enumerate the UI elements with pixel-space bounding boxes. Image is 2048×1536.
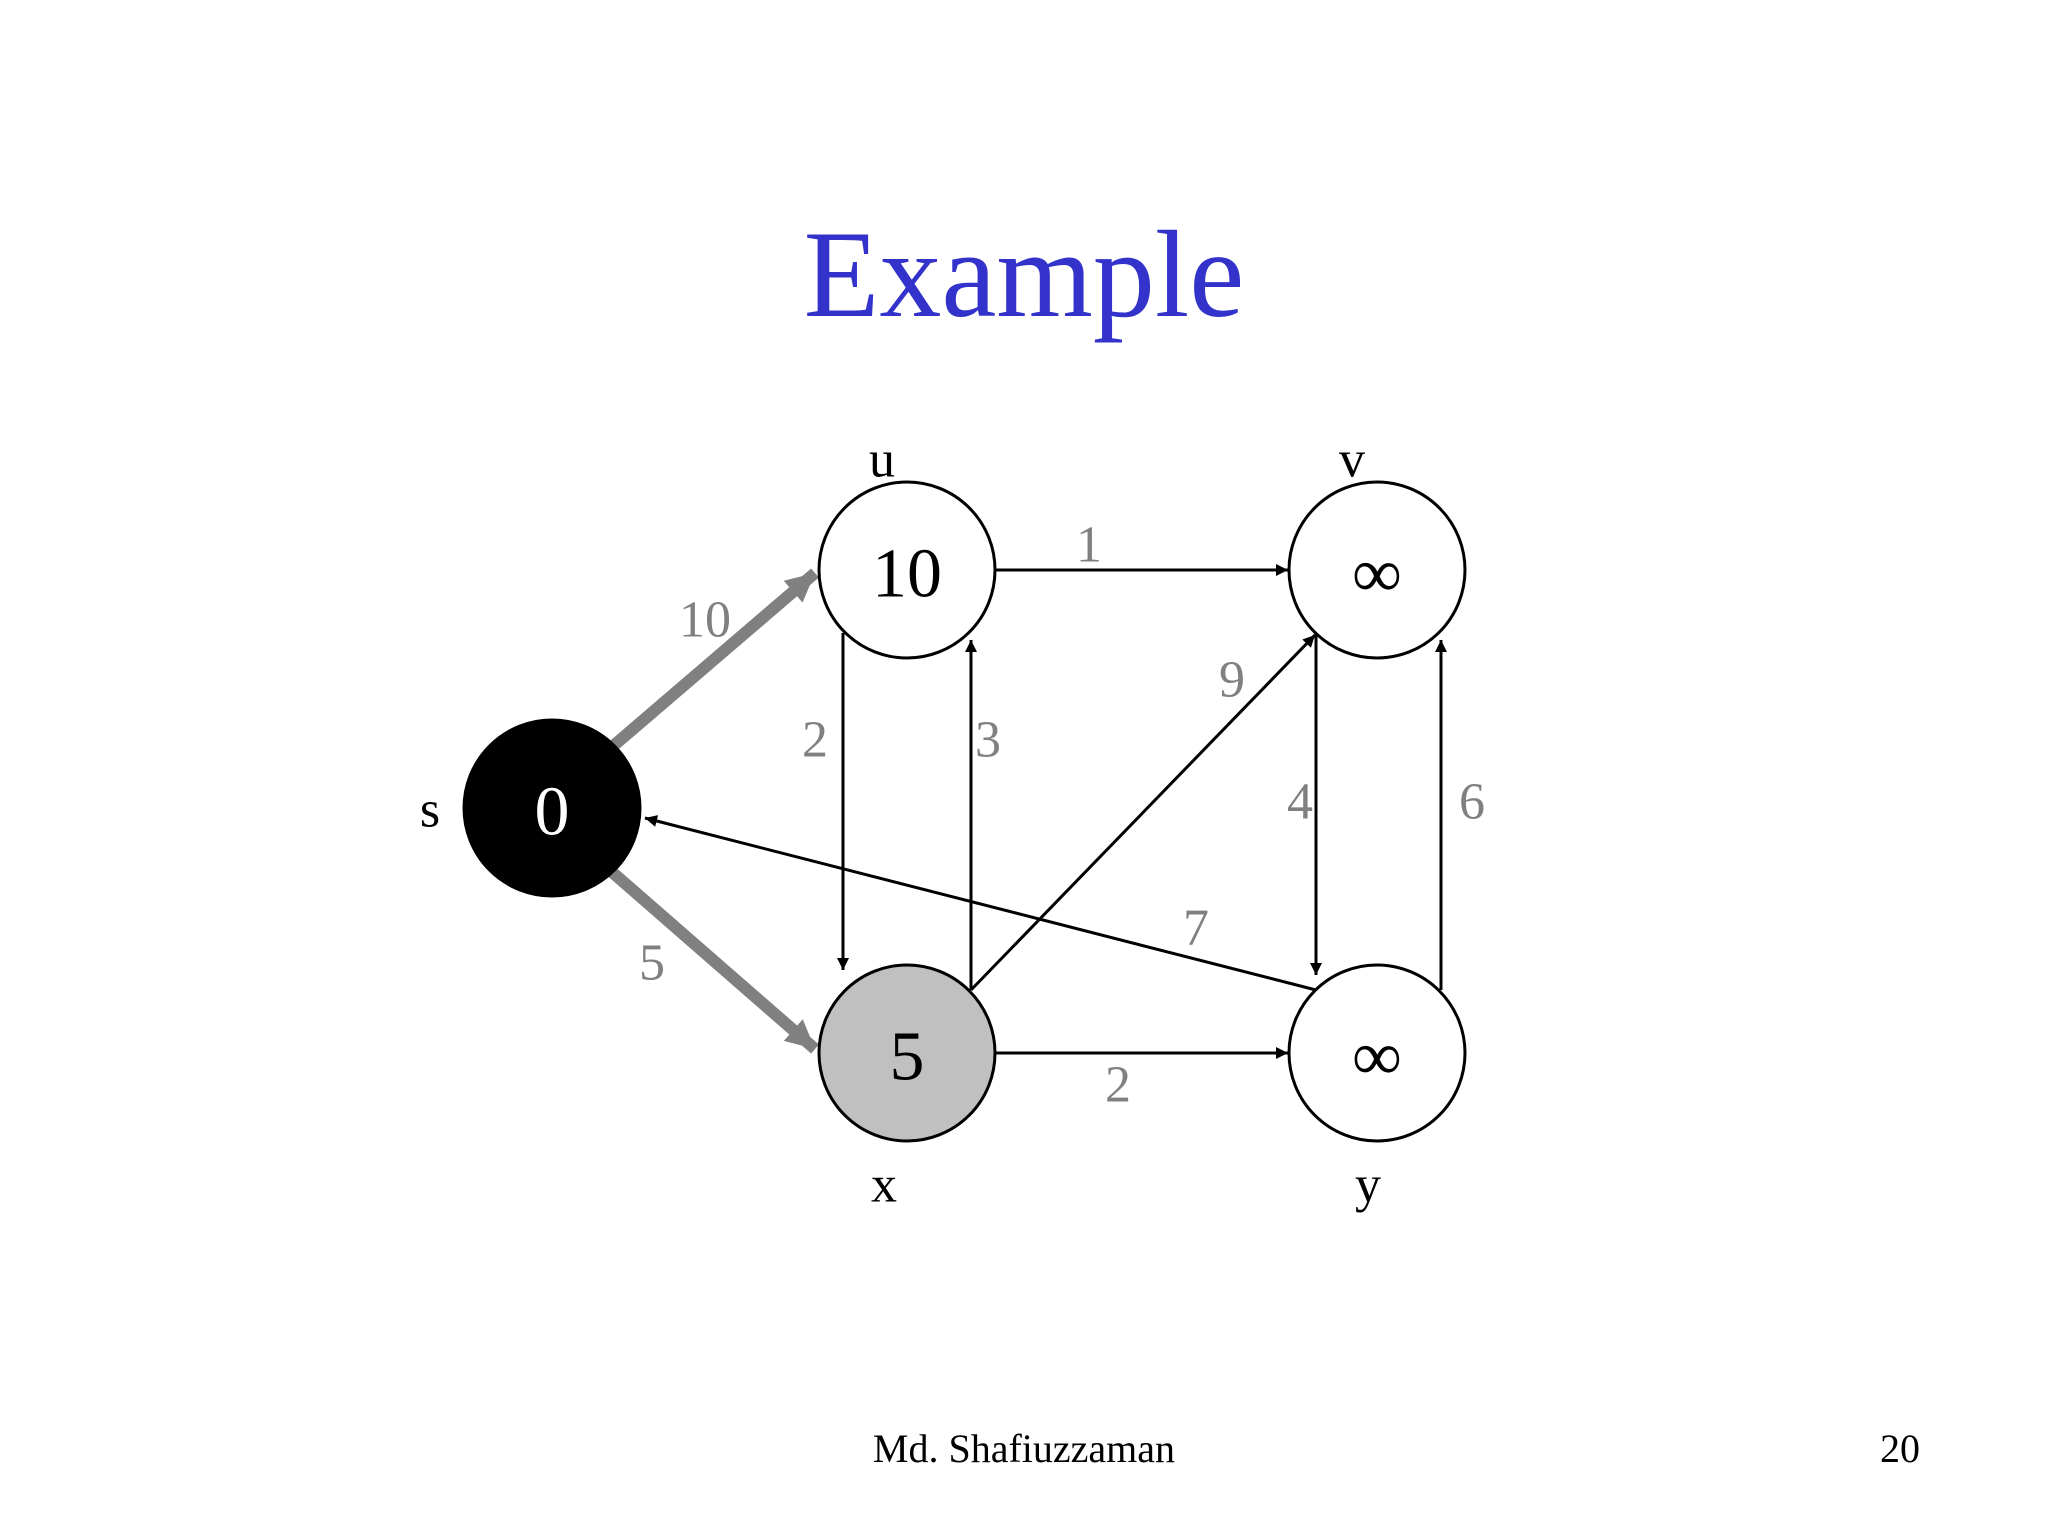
footer-author: Md. Shafiuzzaman (872, 1426, 1176, 1471)
edge-weight-x-v: 9 (1219, 652, 1245, 709)
node-y-distance: ∞ (1352, 1019, 1402, 1096)
node-u (817, 480, 997, 660)
edge-weight-s-x: 5 (639, 935, 665, 992)
edge-weight-s-u: 10 (679, 592, 731, 649)
edge-s-u (608, 568, 819, 752)
node-x-distance: 5 (890, 1019, 925, 1096)
node-s-name: s (420, 782, 440, 839)
edge-weight-y-v: 6 (1459, 774, 1485, 831)
node-s (462, 718, 642, 898)
node-x (817, 963, 997, 1143)
edge-weight-v-y: 4 (1287, 774, 1313, 831)
node-v-distance: ∞ (1352, 536, 1402, 613)
node-s-distance: 0 (535, 774, 570, 851)
edge-s-x (608, 867, 819, 1054)
edge-x-v (969, 633, 1317, 992)
edge-weight-x-u: 3 (975, 712, 1001, 769)
edge-y-s (644, 815, 1317, 992)
page-number: 20 (1880, 1426, 1920, 1471)
edge-weight-u-x: 2 (802, 712, 828, 769)
node-u-name: u (869, 432, 895, 489)
edge-weight-x-y: 2 (1105, 1057, 1131, 1114)
edge-weight-u-v: 1 (1076, 517, 1102, 574)
node-v-name: v (1339, 432, 1365, 489)
node-y (1287, 963, 1467, 1143)
node-x-name: x (871, 1157, 897, 1214)
node-y-name: y (1355, 1157, 1381, 1214)
node-v (1287, 480, 1467, 660)
node-u-distance: 10 (872, 536, 942, 613)
slide-title: Example (803, 206, 1245, 343)
edge-weight-y-s: 7 (1183, 900, 1209, 957)
